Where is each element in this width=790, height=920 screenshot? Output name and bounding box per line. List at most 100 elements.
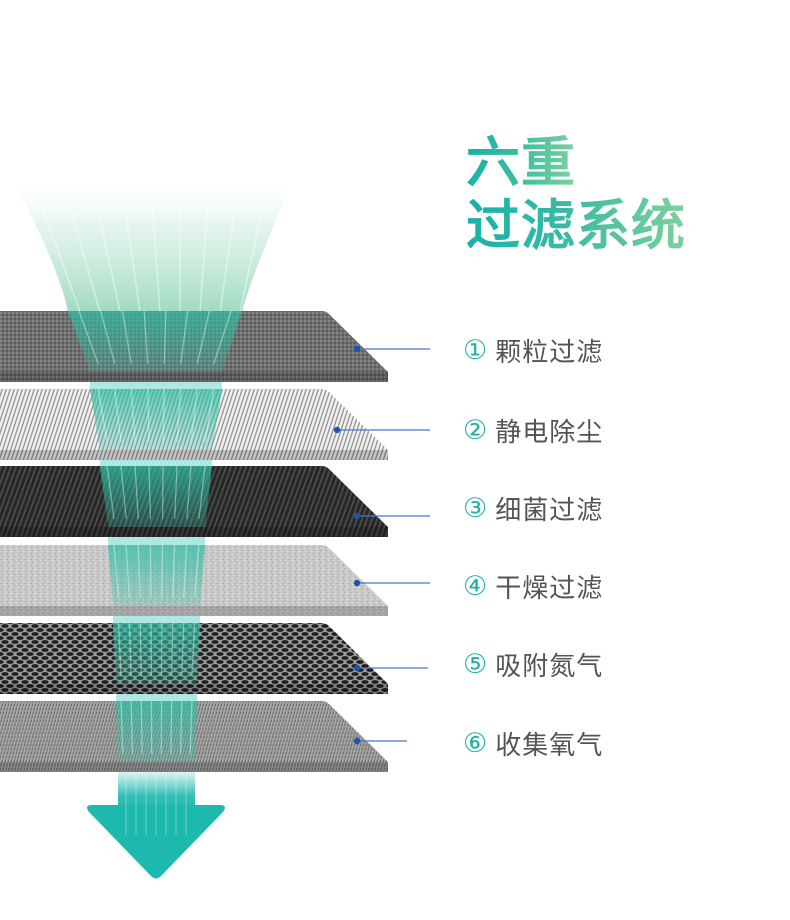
layer-edge-shade	[0, 684, 388, 694]
air-streak	[139, 622, 142, 677]
layer-edge	[0, 372, 388, 382]
layer-number: ⑥	[463, 727, 488, 759]
layer-number: ①	[463, 334, 488, 366]
air-streak	[186, 465, 192, 520]
air-streak	[189, 700, 193, 755]
layer-edge	[0, 684, 388, 694]
air-streak	[171, 622, 174, 677]
layer-number: ②	[463, 414, 488, 446]
incoming-air-cone	[10, 175, 295, 313]
layer-edge	[0, 527, 388, 537]
pointer-dot	[333, 426, 341, 434]
layer-edge-shade	[0, 372, 388, 382]
air-beam-segment	[108, 545, 205, 606]
air-beam-segment	[113, 623, 200, 684]
air-streak	[198, 465, 206, 520]
air-streak	[204, 388, 215, 443]
air-streak	[193, 544, 200, 599]
air-streak	[78, 310, 99, 365]
air-beam-segment	[100, 466, 212, 527]
pointer-dot	[353, 512, 361, 520]
layer-edge	[0, 606, 388, 616]
air-streak	[174, 465, 178, 520]
filter-layers	[0, 310, 430, 772]
filter-layer-3	[0, 465, 430, 545]
air-streak	[113, 544, 120, 599]
air-streak	[125, 544, 130, 599]
air-streak	[117, 622, 122, 677]
air-streak	[120, 465, 127, 520]
air-streak	[143, 310, 149, 365]
air-streak	[181, 622, 185, 677]
air-streak	[123, 199, 141, 313]
air-streak	[161, 544, 164, 599]
air-beam-gap	[113, 616, 200, 623]
layer-label-text: 吸附氮气	[495, 651, 604, 682]
air-streak	[99, 310, 116, 365]
air-streak	[183, 544, 188, 599]
layer-number: ⑤	[463, 648, 488, 680]
pointer-dot	[353, 664, 361, 672]
air-streak	[114, 388, 122, 443]
filter-layer-1	[0, 310, 430, 389]
air-streak	[95, 199, 121, 313]
filter-layer-4	[0, 544, 430, 623]
air-streak	[162, 388, 165, 443]
air-streak	[179, 700, 183, 755]
air-beam-gap	[90, 382, 222, 389]
filter-layer-6	[0, 700, 407, 772]
air-streak	[120, 700, 124, 755]
air-streak	[97, 388, 108, 443]
layer-label-text: 收集氧气	[495, 730, 604, 761]
air-beam-segment	[68, 311, 242, 372]
air-streak	[130, 700, 134, 755]
layer-edge-shade	[0, 450, 388, 460]
air-streak	[163, 310, 167, 365]
air-streak	[106, 465, 115, 520]
air-beam-gap	[100, 460, 212, 466]
air-streak	[170, 700, 173, 755]
air-streak	[151, 199, 161, 313]
arrow-head	[87, 805, 225, 879]
air-streak	[239, 199, 265, 313]
air-streak	[128, 622, 132, 677]
air-cone-shape	[10, 175, 295, 312]
air-streak	[130, 388, 136, 443]
layer-number: ④	[463, 570, 488, 602]
layer-edge	[0, 762, 388, 772]
pointer-dot	[353, 345, 361, 353]
layer-label-text: 细菌过滤	[495, 495, 604, 526]
air-streak	[180, 310, 189, 365]
air-streak	[199, 199, 209, 313]
filter-layer-2	[0, 388, 430, 466]
air-streak	[213, 310, 232, 365]
air-streak	[140, 700, 143, 755]
pointer-dot	[353, 737, 361, 745]
air-streak	[121, 310, 132, 365]
air-streak	[176, 388, 182, 443]
pointer-dot	[353, 579, 361, 587]
title-line-2: 过滤系统	[466, 194, 686, 257]
air-streak	[147, 388, 150, 443]
air-beam-segment	[116, 701, 197, 762]
layer-label-text: 干燥过滤	[495, 573, 604, 604]
air-beam-gap	[116, 694, 197, 701]
air-streak	[149, 544, 152, 599]
air-streak	[39, 199, 81, 313]
air-streak	[137, 544, 141, 599]
layer-edge-shade	[0, 762, 388, 772]
layer-label-text: 静电除尘	[495, 417, 604, 448]
layer-edge-shade	[0, 527, 388, 537]
down-arrow-icon	[87, 772, 225, 879]
air-streak	[148, 465, 152, 520]
air-beam-segment	[90, 389, 222, 450]
air-streak	[219, 199, 237, 313]
air-streak	[67, 199, 101, 313]
air-streak	[190, 388, 198, 443]
